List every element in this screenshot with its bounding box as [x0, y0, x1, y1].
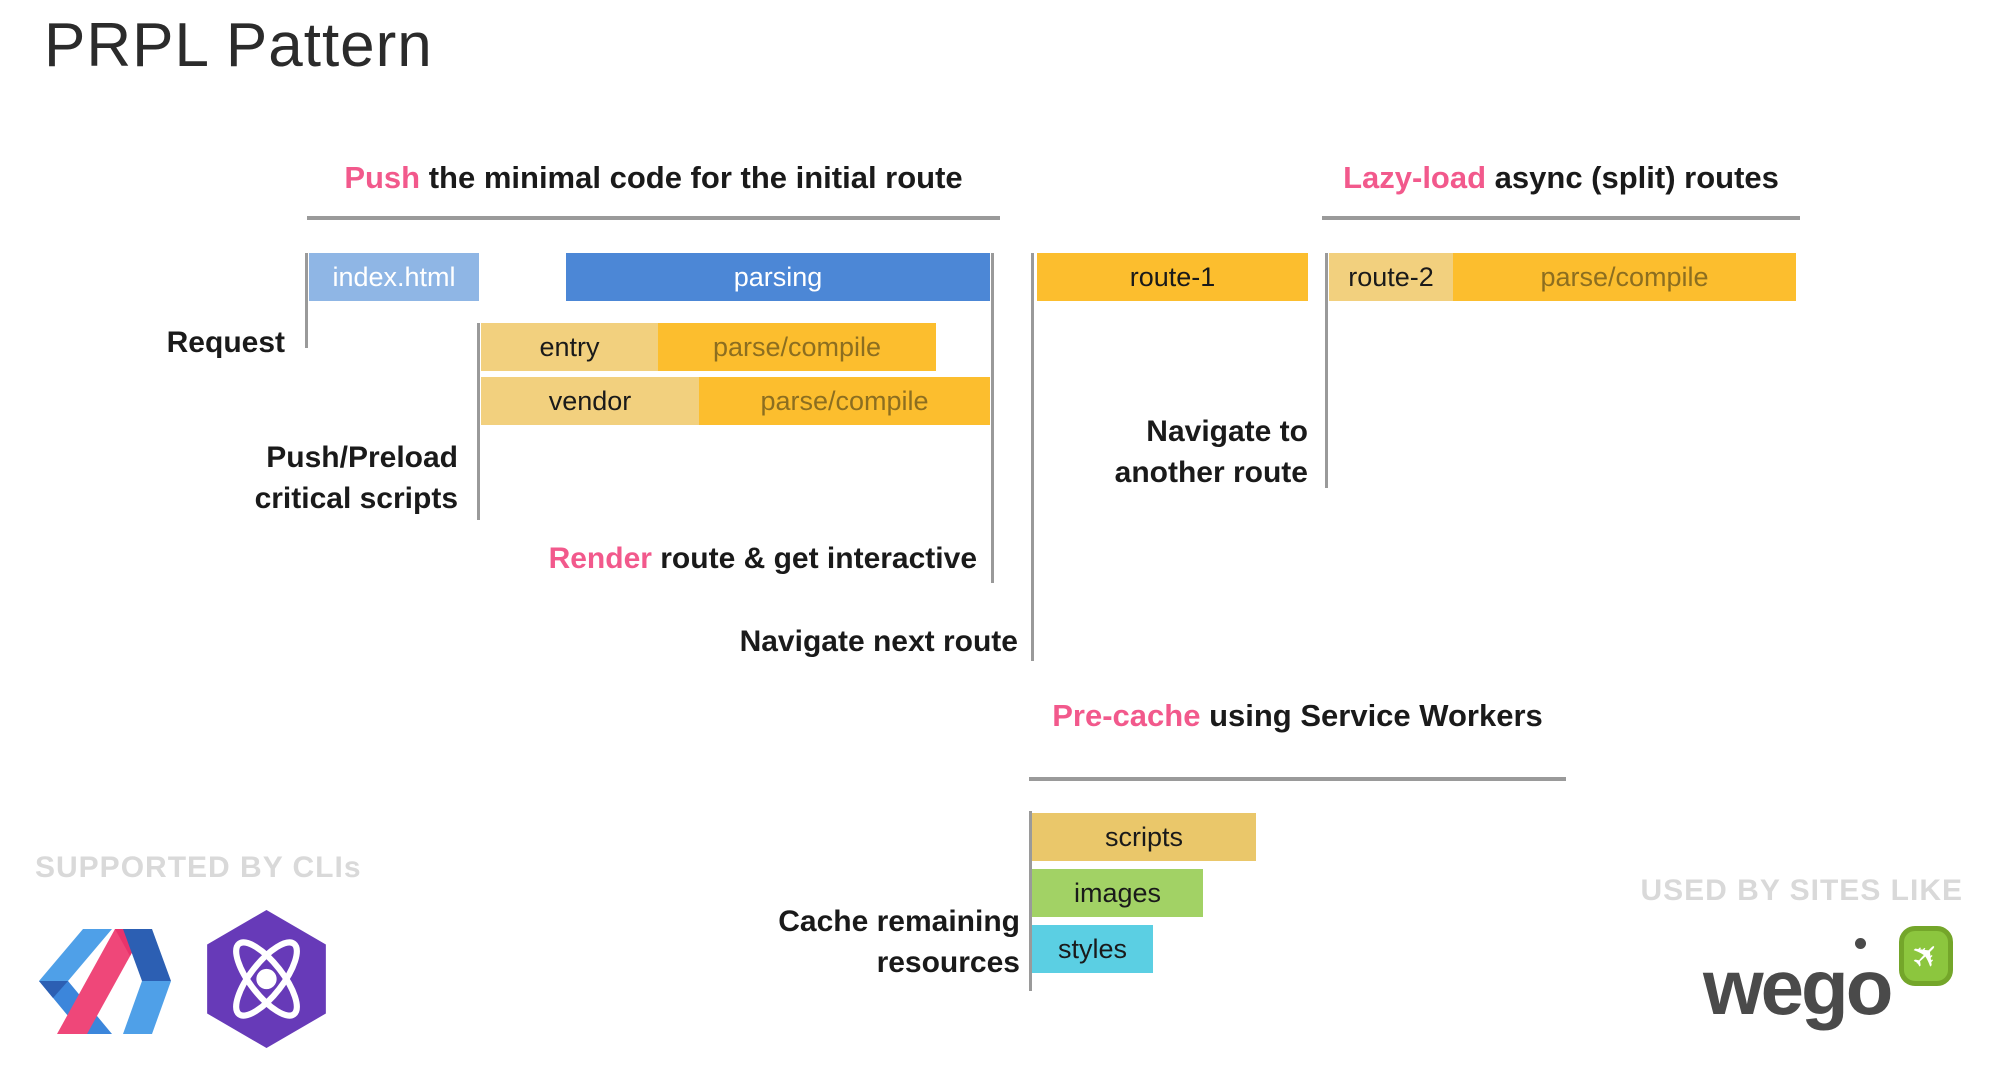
label-cache-remaining-line1: Cache remaining [778, 905, 1020, 938]
bar-entry: entry [481, 323, 658, 371]
wego-logo-text: wego [1703, 943, 1893, 1031]
heading-lazy-load: Lazy-load async (split) routes [1322, 160, 1800, 196]
label-navigate-another-line1: Navigate to [1146, 415, 1308, 448]
label-navigate-another-line2: another route [1114, 456, 1308, 489]
push-underline [307, 216, 1000, 220]
bar-vendor-parse-compile: parse/compile [699, 377, 990, 425]
heading-push-highlight: Push [344, 160, 421, 195]
preact-atom-icon [207, 910, 326, 1048]
lazy-underline [1322, 216, 1800, 220]
label-push-preload-line1: Push/Preload [266, 441, 458, 474]
wego-logo-dot [1855, 938, 1866, 949]
label-render: Render route & get interactive [477, 538, 977, 579]
polymer-logo-icon [39, 929, 171, 1034]
label-navigate-next: Navigate next route [739, 625, 1018, 658]
airplane-icon: ✈ [1902, 932, 1950, 980]
used-by-sites-label: USED BY SITES LIKE [1640, 874, 1963, 907]
heading-push-rest: the minimal code for the initial route [420, 160, 963, 195]
supported-by-clis-label: SUPPORTED BY CLIs [35, 851, 362, 884]
label-cache-remaining-line2: resources [876, 946, 1020, 979]
bar-scripts: scripts [1032, 813, 1256, 861]
render-line [991, 253, 994, 583]
page-title: PRPL Pattern [44, 11, 433, 80]
heading-precache-rest: using Service Workers [1200, 698, 1543, 733]
bar-images: images [1032, 869, 1203, 917]
heading-precache-highlight: Pre-cache [1052, 698, 1201, 733]
push-preload-line [477, 323, 480, 520]
preact-logo [203, 910, 330, 1048]
wego-plane-badge: ✈ [1899, 926, 1953, 986]
polymer-logo [35, 928, 175, 1035]
label-cache-remaining: Cache remaining resources [720, 901, 1020, 983]
label-request: Request [166, 326, 285, 359]
bar-entry-parse-compile: parse/compile [658, 323, 936, 371]
cache-line [1029, 811, 1032, 991]
heading-precache: Pre-cache using Service Workers [1029, 698, 1566, 734]
navigate-next-line [1031, 253, 1034, 661]
bar-route-2-parse-compile: parse/compile [1453, 253, 1796, 301]
heading-lazy-highlight: Lazy-load [1343, 160, 1487, 195]
heading-push: Push the minimal code for the initial ro… [307, 160, 1000, 196]
precache-underline [1029, 777, 1566, 781]
label-push-preload-line2: critical scripts [254, 482, 458, 515]
bar-vendor: vendor [481, 377, 699, 425]
label-render-rest: route & get interactive [651, 542, 977, 575]
bar-route-2: route-2 [1329, 253, 1453, 301]
bar-index-html: index.html [309, 253, 479, 301]
label-render-highlight: Render [548, 542, 652, 575]
label-push-preload: Push/Preload critical scripts [158, 437, 458, 519]
label-navigate-another: Navigate to another route [1008, 411, 1308, 493]
heading-lazy-rest: async (split) routes [1486, 160, 1779, 195]
bar-styles: styles [1032, 925, 1153, 973]
bar-parsing: parsing [566, 253, 990, 301]
bar-route-1: route-1 [1037, 253, 1308, 301]
navigate-another-line [1325, 253, 1328, 488]
request-line [305, 253, 308, 348]
